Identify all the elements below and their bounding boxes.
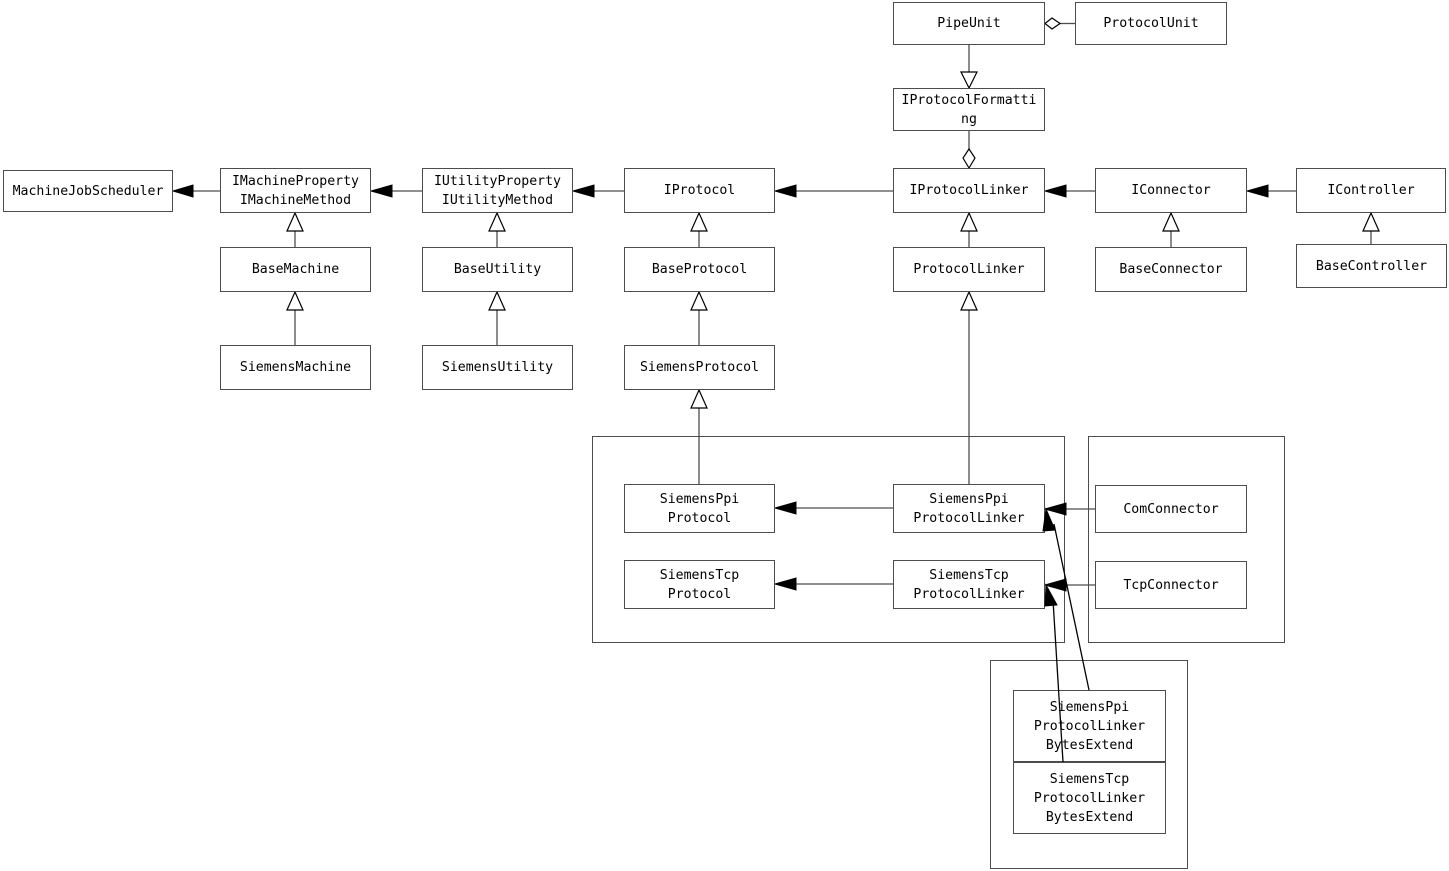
protocol-implementation-group — [592, 436, 1065, 643]
class-box-siemens-tcp-protocol-linker-bytes-extend[interactable]: SiemensTcp ProtocolLinker BytesExtend — [1013, 762, 1166, 834]
class-box-icontroller[interactable]: IController — [1296, 168, 1446, 213]
class-box-siemens-utility[interactable]: SiemensUtility — [422, 345, 573, 390]
class-box-machine-job-scheduler[interactable]: MachineJobScheduler — [3, 170, 173, 212]
connector-implementation-group — [1088, 436, 1285, 643]
class-box-siemens-ppi-protocol-linker-bytes-extend[interactable]: SiemensPpi ProtocolLinker BytesExtend — [1013, 690, 1166, 762]
class-box-iconnector[interactable]: IConnector — [1095, 168, 1247, 213]
class-box-siemens-tcp-protocol-linker[interactable]: SiemensTcp ProtocolLinker — [893, 560, 1045, 609]
class-box-siemens-protocol[interactable]: SiemensProtocol — [624, 345, 775, 390]
class-box-base-machine[interactable]: BaseMachine — [220, 247, 371, 292]
class-box-base-protocol[interactable]: BaseProtocol — [624, 247, 775, 292]
class-box-iprotocol-linker[interactable]: IProtocolLinker — [893, 168, 1045, 213]
class-box-iutility-property-method[interactable]: IUtilityProperty IUtilityMethod — [422, 168, 573, 213]
class-box-com-connector[interactable]: ComConnector — [1095, 485, 1247, 533]
class-box-imachine-property-method[interactable]: IMachineProperty IMachineMethod — [220, 168, 371, 213]
class-box-pipe-unit[interactable]: PipeUnit — [893, 2, 1045, 45]
class-box-base-controller[interactable]: BaseController — [1296, 244, 1447, 288]
class-box-base-utility[interactable]: BaseUtility — [422, 247, 573, 292]
class-box-protocol-linker[interactable]: ProtocolLinker — [893, 247, 1045, 292]
class-box-siemens-tcp-protocol[interactable]: SiemensTcp Protocol — [624, 560, 775, 609]
class-box-tcp-connector[interactable]: TcpConnector — [1095, 561, 1247, 609]
class-box-iprotocol-formatting[interactable]: IProtocolFormatti ng — [893, 88, 1045, 131]
class-box-siemens-machine[interactable]: SiemensMachine — [220, 345, 371, 390]
class-box-siemens-ppi-protocol-linker[interactable]: SiemensPpi ProtocolLinker — [893, 484, 1045, 533]
class-box-protocol-unit[interactable]: ProtocolUnit — [1075, 2, 1227, 45]
class-box-iprotocol[interactable]: IProtocol — [624, 168, 775, 213]
class-box-siemens-ppi-protocol[interactable]: SiemensPpi Protocol — [624, 484, 775, 533]
class-box-base-connector[interactable]: BaseConnector — [1095, 247, 1247, 292]
